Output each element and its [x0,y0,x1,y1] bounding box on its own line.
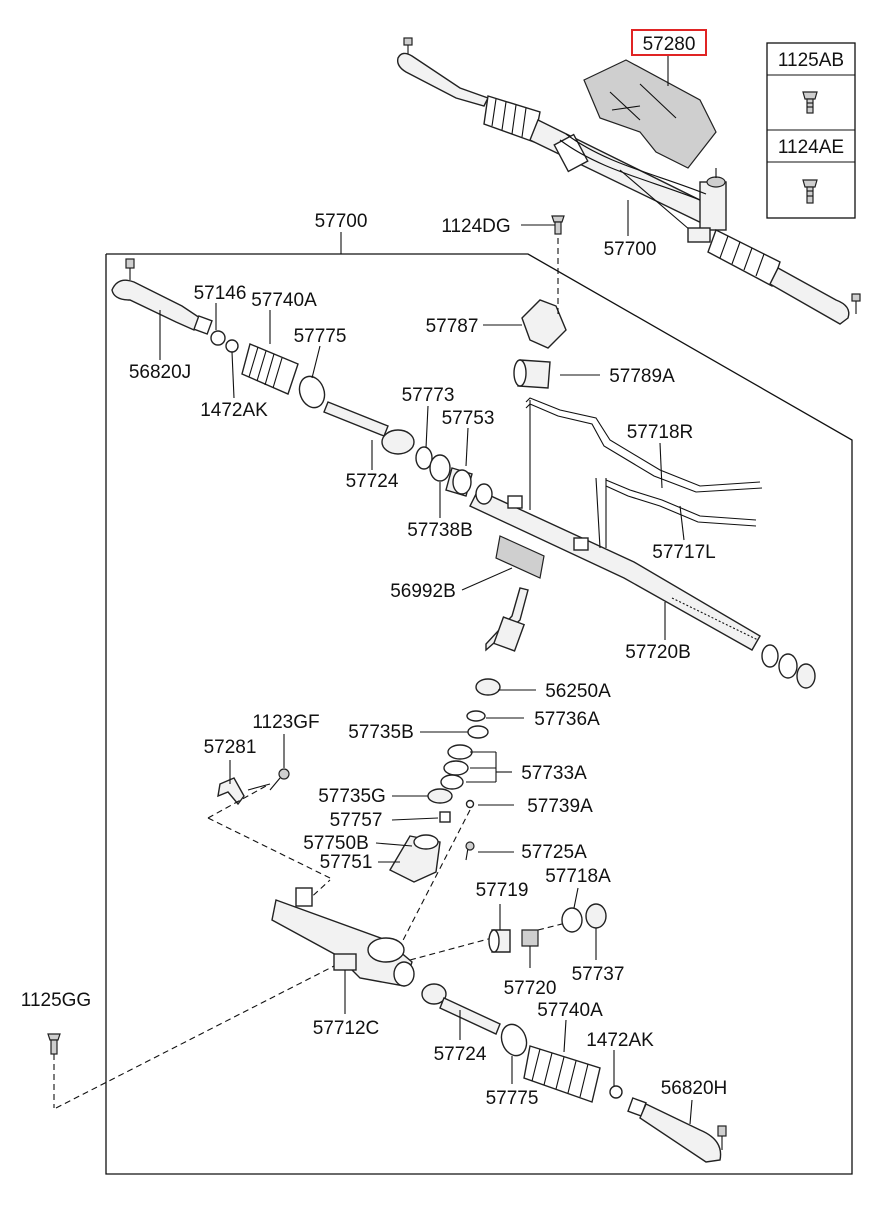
part-label-57725A: 57725A [521,842,587,863]
part-label-1125GG: 1125GG [21,990,91,1011]
bolt-icon [802,179,818,204]
assembled-steering-gear-illustration [396,37,861,325]
part-label-57787: 57787 [426,316,479,337]
part-label-57736A: 57736A [534,709,600,730]
part-label-57737: 57737 [572,964,625,985]
part-label-57280: 57280 [643,34,696,55]
part-label-1124DG: 1124DG [441,216,510,237]
part-label-57775-bottom: 57775 [486,1088,539,1109]
part-label-57724-bottom: 57724 [434,1044,487,1065]
part-label-57738B: 57738B [407,520,473,541]
part-label-57733A: 57733A [521,763,587,784]
part-label-57146: 57146 [194,283,247,304]
legend-code-1124AE: 1124AE [778,137,844,158]
bolt-icon [802,91,818,114]
part-label-57719: 57719 [476,880,529,901]
part-label-56820J: 56820J [129,362,191,383]
part-label-56250A: 56250A [545,681,611,702]
part-label-57700: 57700 [315,211,368,232]
part-label-57712C: 57712C [313,1018,380,1039]
part-label-57753: 57753 [442,408,495,429]
part-label-57740A-top: 57740A [251,290,317,311]
leader-lines [159,55,693,1125]
part-label-57735G: 57735G [318,786,386,807]
part-label-57720: 57720 [504,978,557,999]
part-label-57700-top: 57700 [604,239,657,260]
part-label-1472AK-top: 1472AK [200,400,268,421]
part-label-57750B: 57750B [303,833,369,854]
part-label-1123GF: 1123GF [252,712,319,733]
part-label-56820H: 56820H [661,1078,728,1099]
part-label-57773: 57773 [402,385,455,406]
legend-code-1125AB: 1125AB [778,50,844,71]
part-labels: 57280 57700 57700 1124DG 57146 57740A 57… [21,34,727,1109]
highlighted-part-box [631,29,707,56]
assembly-outline-frame [105,253,853,1175]
part-label-56992B: 56992B [390,581,456,602]
part-label-57718A: 57718A [545,866,611,887]
part-label-57724-top: 57724 [346,471,399,492]
part-label-57775-top: 57775 [294,326,347,347]
upper-exploded-parts [111,215,816,696]
part-label-57757: 57757 [330,810,383,831]
part-label-57720B: 57720B [625,642,691,663]
part-label-57735B: 57735B [348,722,414,743]
lower-exploded-parts [47,710,727,1163]
part-label-57740A-bottom: 57740A [537,1000,603,1021]
part-label-1472AK-bottom: 1472AK [586,1030,654,1051]
part-label-57789A: 57789A [609,366,675,387]
part-label-57739A: 57739A [527,796,593,817]
fastener-legend-box: 1125AB 1124AE [766,42,856,219]
part-label-57718R: 57718R [627,422,694,443]
part-label-57281: 57281 [204,737,257,758]
part-label-57751: 57751 [320,852,373,873]
part-label-57717L: 57717L [652,542,715,563]
